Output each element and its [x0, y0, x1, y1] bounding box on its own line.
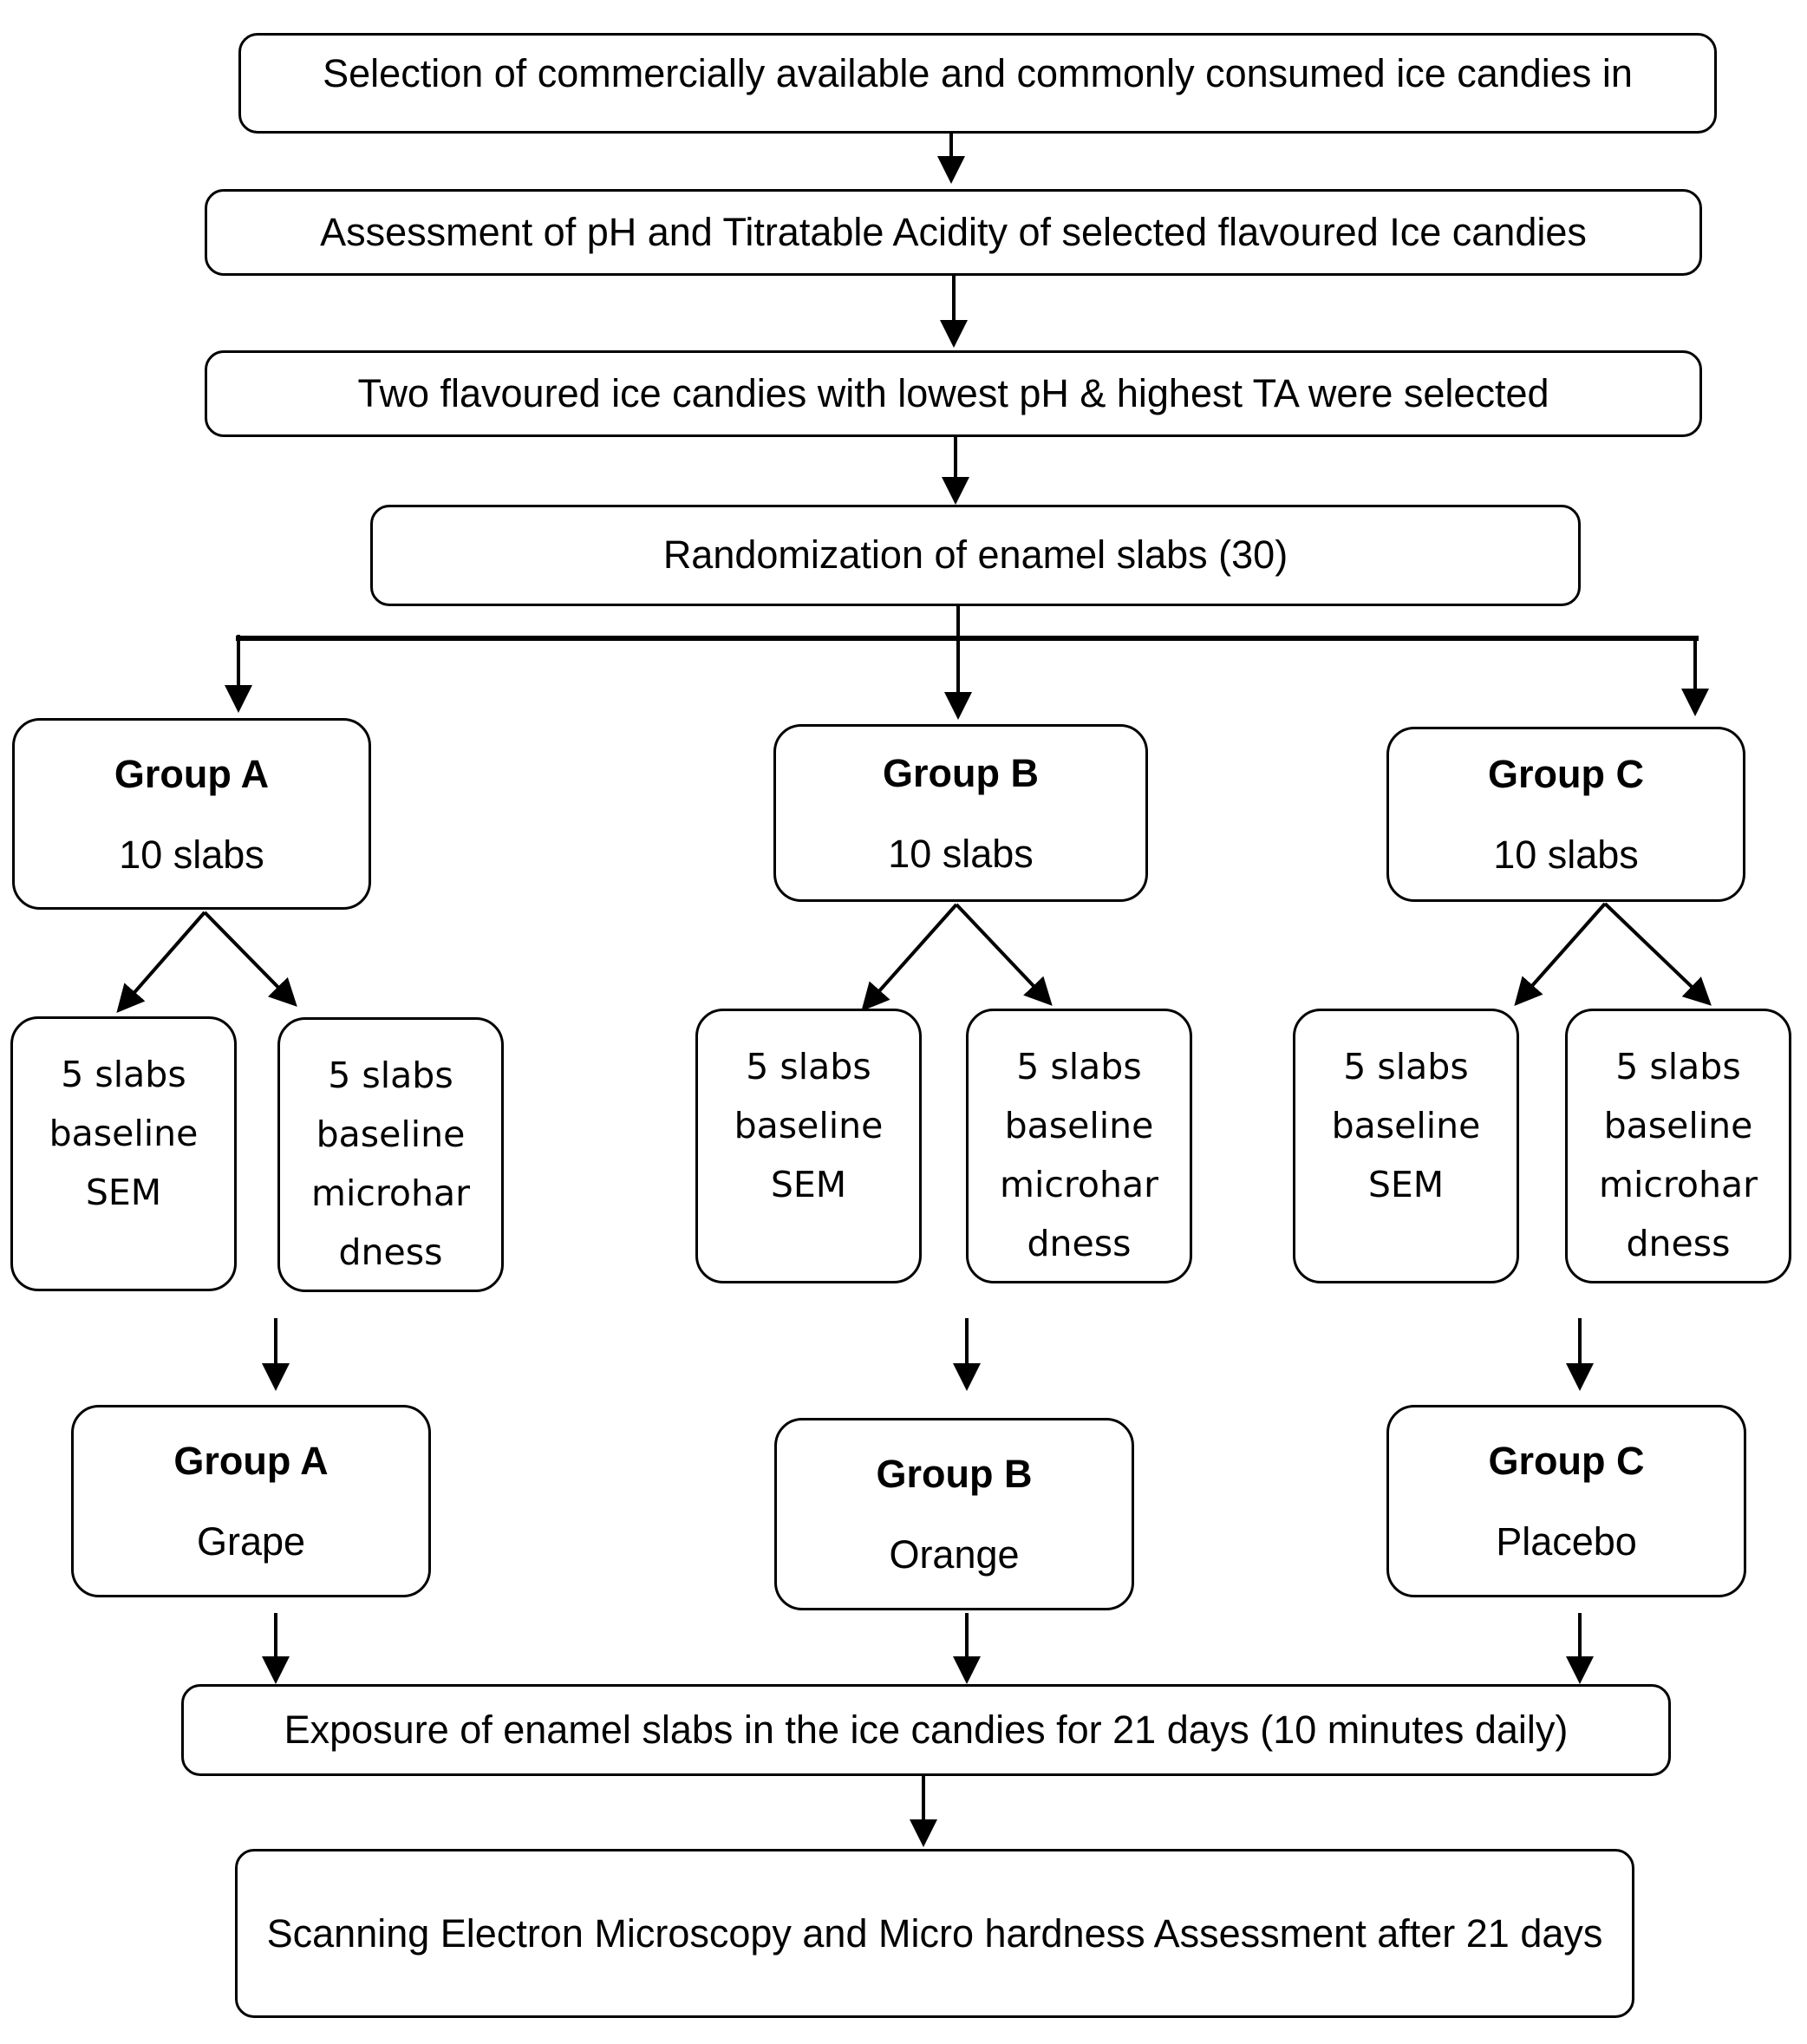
two-flavoured-box: Two flavoured ice candies with lowest pH…	[205, 350, 1702, 437]
group-a-flavour-name: Grape	[196, 1519, 306, 1564]
group-c-sem-line-2: baseline	[1331, 1105, 1481, 1146]
group-c-flavour-name: Placebo	[1496, 1519, 1637, 1564]
exposure-box: Exposure of enamel slabs in the ice cand…	[181, 1684, 1671, 1776]
group-b-micro-line-1: 5 slabs	[1016, 1046, 1142, 1087]
group-b-micro-line-2: baseline	[1004, 1105, 1154, 1146]
arrow-group-b-to-microhardness	[955, 903, 1053, 1006]
group-c-count: 10 slabs	[1493, 833, 1639, 877]
final-assessment-box: Scanning Electron Microscopy and Micro h…	[235, 1849, 1634, 2018]
group-c-micro-line-2: baseline	[1603, 1105, 1753, 1146]
exposure-text: Exposure of enamel slabs in the ice cand…	[284, 1707, 1569, 1752]
group-c-sem-line-3: SEM	[1367, 1164, 1445, 1205]
selection-box: Selection of commercially available and …	[238, 33, 1717, 134]
group-c-micro-line-4: dness	[1626, 1223, 1731, 1264]
group-b-flavour-name: Orange	[889, 1532, 1020, 1577]
group-b-flavour-box: Group B Orange	[774, 1418, 1134, 1610]
assessment-text: Assessment of pH and Titratable Acidity …	[320, 209, 1587, 254]
group-b-microhardness-box: 5 slabs baseline microhar dness	[966, 1009, 1192, 1283]
group-c-sem-line-1: 5 slabs	[1343, 1046, 1469, 1087]
group-c-micro-line-3: microhar	[1599, 1164, 1758, 1205]
group-a-sem-line-1: 5 slabs	[61, 1054, 186, 1095]
arrow-group-b-to-sem	[861, 903, 958, 1011]
group-a-flavour-box: Group A Grape	[71, 1405, 431, 1597]
group-b-sem-line-2: baseline	[734, 1105, 884, 1146]
group-a-count: 10 slabs	[119, 832, 264, 877]
group-b-box: Group B 10 slabs	[773, 724, 1148, 902]
group-c-title: Group C	[1488, 752, 1644, 796]
selection-text: Selection of commercially available and …	[323, 51, 1633, 95]
group-a-flavour-title: Group A	[173, 1439, 329, 1483]
final-assessment-text: Scanning Electron Microscopy and Micro h…	[266, 1910, 1603, 1956]
assessment-box: Assessment of pH and Titratable Acidity …	[205, 189, 1702, 276]
group-c-microhardness-box: 5 slabs baseline microhar dness	[1565, 1009, 1791, 1283]
group-a-microhardness-box: 5 slabs baseline microhar dness	[277, 1017, 504, 1292]
group-a-title: Group A	[114, 751, 270, 796]
group-a-micro-line-2: baseline	[316, 1113, 466, 1155]
group-b-micro-line-3: microhar	[1000, 1164, 1158, 1205]
group-c-sem-box: 5 slabs baseline SEM	[1293, 1009, 1519, 1283]
arrow-group-c-to-sem	[1514, 902, 1607, 1006]
group-a-sem-line-3: SEM	[85, 1172, 162, 1213]
group-c-flavour-box: Group C Placebo	[1386, 1405, 1746, 1597]
randomization-text: Randomization of enamel slabs (30)	[662, 532, 1288, 578]
arrow-group-a-to-microhardness	[203, 911, 297, 1007]
group-a-micro-line-3: microhar	[311, 1172, 470, 1214]
group-b-flavour-title: Group B	[876, 1452, 1033, 1496]
group-c-flavour-title: Group C	[1488, 1439, 1645, 1483]
group-a-sem-line-2: baseline	[49, 1113, 199, 1154]
group-c-box: Group C 10 slabs	[1386, 727, 1745, 902]
group-b-count: 10 slabs	[888, 831, 1034, 876]
group-a-micro-line-1: 5 slabs	[328, 1055, 453, 1096]
two-flavoured-text: Two flavoured ice candies with lowest pH…	[357, 370, 1549, 415]
group-b-sem-line-1: 5 slabs	[746, 1046, 871, 1087]
group-b-micro-line-4: dness	[1027, 1223, 1132, 1264]
group-a-box: Group A 10 slabs	[12, 718, 371, 910]
randomization-box: Randomization of enamel slabs (30)	[370, 505, 1581, 606]
group-a-sem-box: 5 slabs baseline SEM	[10, 1016, 237, 1291]
group-c-micro-line-1: 5 slabs	[1615, 1046, 1741, 1087]
group-a-micro-line-4: dness	[338, 1231, 443, 1273]
group-b-title: Group B	[883, 750, 1039, 795]
group-b-sem-box: 5 slabs baseline SEM	[695, 1009, 922, 1283]
group-b-sem-line-3: SEM	[770, 1164, 847, 1205]
arrow-group-a-to-sem	[116, 911, 206, 1014]
arrow-group-c-to-microhardness	[1603, 902, 1712, 1006]
